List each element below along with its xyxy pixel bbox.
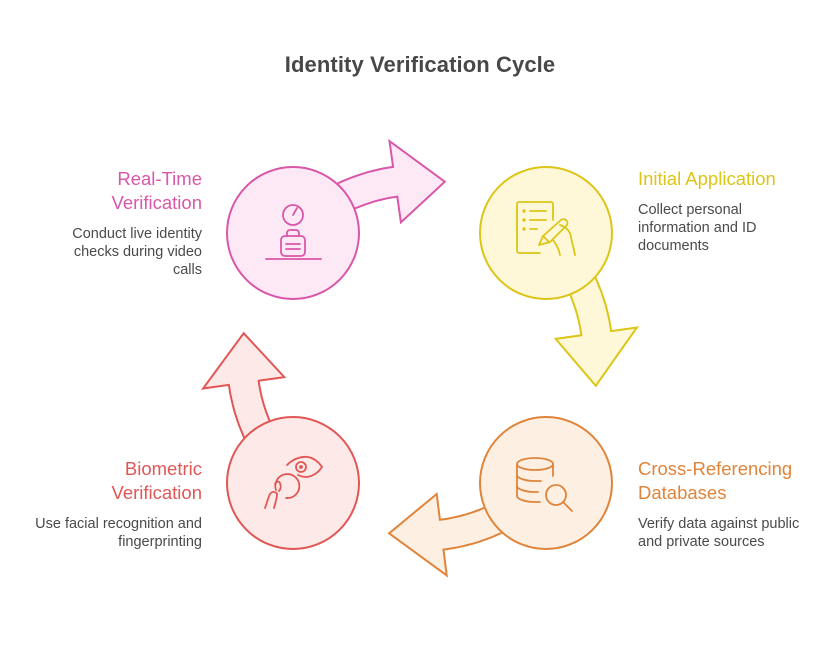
step-description: Use facial recognition and fingerprintin… xyxy=(35,516,202,550)
step-title: Biometric Verification xyxy=(111,458,203,503)
step-title: Real-Time Verification xyxy=(111,168,203,213)
step-biometric-verification: Biometric Verification Use facial recogn… xyxy=(2,457,202,551)
diagram-title: Identity Verification Cycle xyxy=(284,52,556,77)
step-description: Collect personal information and ID docu… xyxy=(638,202,757,254)
video-call-agent-icon xyxy=(265,204,322,260)
step-initial-application: Initial Application Collect personal inf… xyxy=(638,167,838,255)
step-cross-referencing: Cross-Referencing Databases Verify data … xyxy=(638,457,838,551)
document-sign-icon xyxy=(516,201,576,256)
database-search-icon xyxy=(516,457,573,512)
step-title: Cross-Referencing Databases xyxy=(638,458,793,503)
node-real-time-verification xyxy=(226,166,360,300)
step-description: Conduct live identity checks during vide… xyxy=(72,226,202,278)
step-description: Verify data against public and private s… xyxy=(638,516,800,550)
step-title: Initial Application xyxy=(638,168,776,189)
step-real-time-verification: Real-Time Verification Conduct live iden… xyxy=(2,167,202,279)
node-initial-application xyxy=(479,166,613,300)
node-cross-referencing xyxy=(479,416,613,550)
eye-fingerprint-icon xyxy=(264,455,323,509)
node-biometric-verification xyxy=(226,416,360,550)
